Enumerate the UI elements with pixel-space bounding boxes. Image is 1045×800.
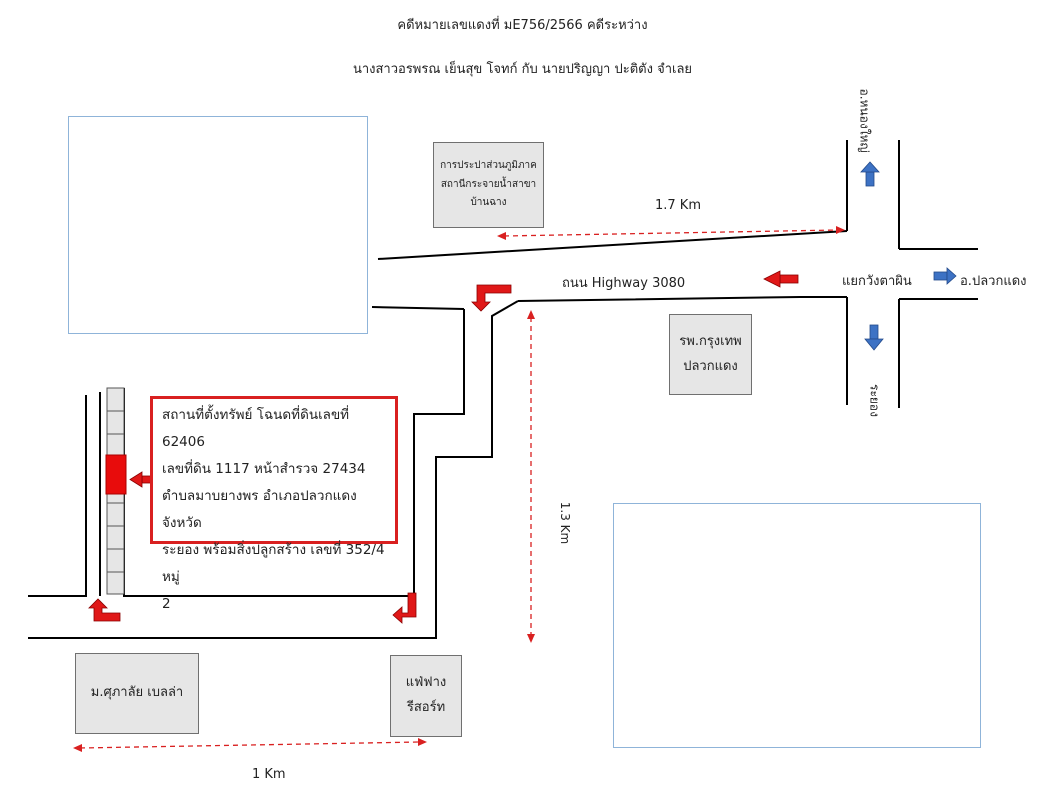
rayong-direction-label: ระยอง <box>867 384 882 417</box>
resort-label-line2: รีสอร์ท <box>406 700 446 715</box>
distance-label-top: 1.7 Km <box>655 198 701 213</box>
direction-arrow-south <box>864 324 884 351</box>
university-landmark: ม.ศุภาลัย เบลล่า <box>75 653 199 734</box>
direction-arrow-east <box>933 267 957 285</box>
highway-lower-edge-east <box>517 296 847 302</box>
property-line-3: ตำบลมาบยางพร อำเภอปลวกแดง จังหวัด <box>162 488 357 531</box>
distance-label-vertical: 1.3 Km <box>558 501 572 545</box>
highway-lower-edge <box>371 306 465 310</box>
property-info-callout: สถานที่ตั้งทรัพย์ โฉนดที่ดินเลขที่ 62406… <box>150 396 398 612</box>
hospital-label-line2: ปลวกแดง <box>683 358 738 374</box>
area-box-bottom-right <box>613 503 981 748</box>
highway-upper-edge <box>377 230 848 260</box>
direction-arrow-north <box>860 161 880 187</box>
route-arrow-turn-west <box>392 592 417 624</box>
property-line-5: 2 <box>162 596 171 612</box>
distance-label-bottom: 1 Km <box>252 767 286 782</box>
property-line-1: สถานที่ตั้งทรัพย์ โฉนดที่ดินเลขที่ 62406 <box>162 407 350 450</box>
property-plot-highlight <box>105 454 127 495</box>
distance-line-bottom <box>73 738 427 752</box>
waterworks-label-line1: การประปาส่วนภูมิภาค <box>440 160 537 172</box>
local-road-west-edge <box>28 395 87 597</box>
junction-label: แยกวังตาผิน <box>842 274 912 289</box>
area-box-top-left <box>68 116 368 334</box>
hospital-label-line1: รพ.กรุงเทพ <box>679 333 742 349</box>
waterworks-landmark: การประปาส่วนภูมิภาค สถานีกระจายน้ำสาขา บ… <box>433 142 544 228</box>
hospital-landmark: รพ.กรุงเทพ ปลวกแดง <box>669 314 752 395</box>
resort-landmark: แฟ่ฟาง รีสอร์ท <box>390 655 462 737</box>
soi-east-edge <box>28 300 519 639</box>
case-number-title: คดีหมายเลขแดงที่ มE756/2566 คดีระหว่าง <box>397 18 648 33</box>
property-line-4: ระยอง พร้อมสิ่งปลูกสร้าง เลขที่ 352/4 หม… <box>162 542 385 585</box>
waterworks-label-line2: สถานีกระจายน้ำสาขา <box>440 178 537 190</box>
route-arrow-turn-south <box>471 284 512 312</box>
waterworks-label-line3: บ้านฉาง <box>470 197 507 209</box>
route-arrow-west <box>763 270 799 288</box>
university-label: ม.ศุภาลัย เบลล่า <box>90 685 184 701</box>
distance-line-vertical <box>527 310 535 643</box>
resort-label-line1: แฟ่ฟาง <box>405 675 447 691</box>
highway-label: ถนน Highway 3080 <box>562 276 686 291</box>
nong-yai-direction-label: อ.หนองใหญ่ <box>857 88 872 153</box>
property-line-2: เลขที่ดิน 1117 หน้าสำรวจ 27434 <box>162 461 366 477</box>
distance-line-top <box>497 226 845 240</box>
route-arrow-turn-north <box>88 598 121 622</box>
pluak-daeng-direction-label: อ.ปลวกแดง <box>960 274 1027 289</box>
parties-title: นางสาวอรพรณ เย็นสุข โจทก์ กับ นายปริญญา … <box>352 62 693 77</box>
